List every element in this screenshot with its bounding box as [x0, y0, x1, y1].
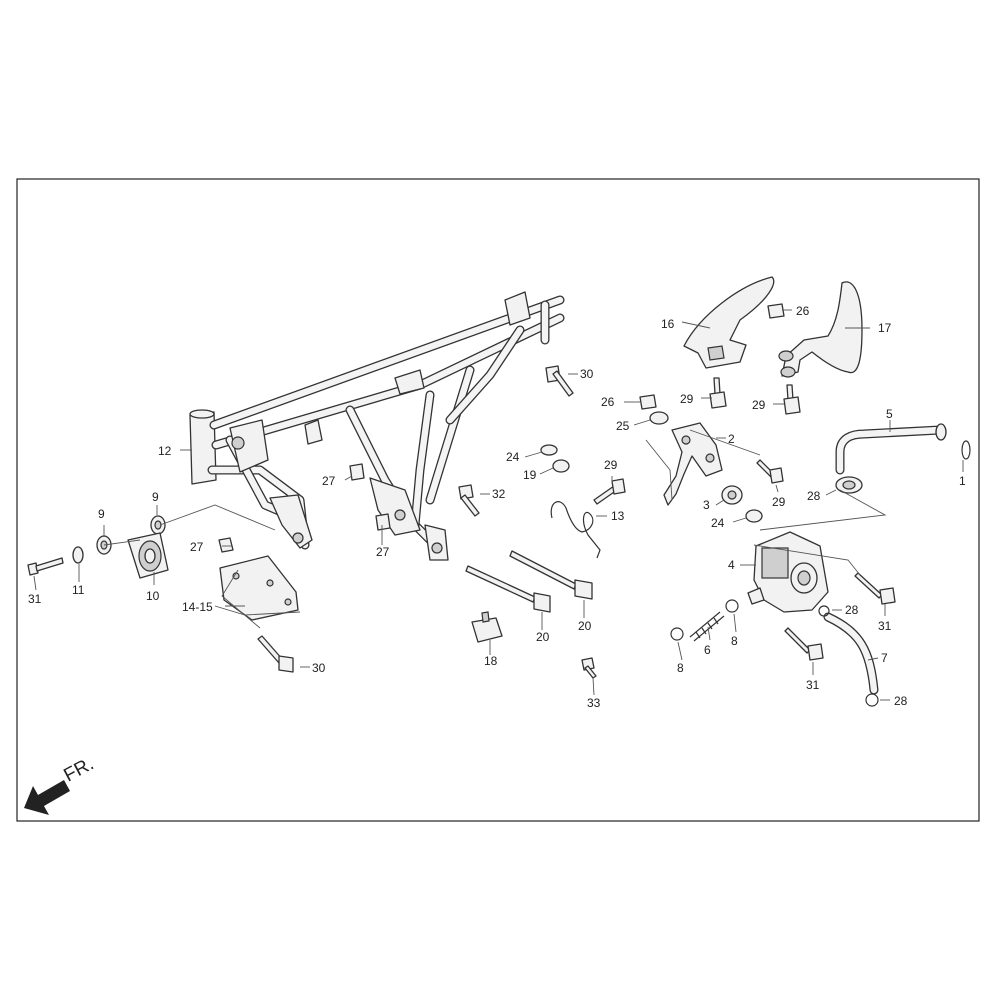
damper-3	[721, 485, 743, 505]
callout-3: 3	[703, 498, 710, 512]
callout-9-right: 9	[152, 490, 159, 504]
callout-30-upper: 30	[580, 367, 594, 381]
callout-29-grip16: 29	[680, 392, 694, 406]
callout-28-upper: 28	[845, 603, 859, 617]
bracket-14-15	[219, 555, 299, 621]
hose-7	[823, 612, 879, 695]
bolt-31-lower	[784, 627, 824, 661]
callout-6: 6	[704, 643, 711, 657]
callout-29-right: 29	[772, 495, 786, 509]
callout-11: 11	[72, 583, 85, 597]
bolt-30-lower	[257, 635, 294, 673]
callout-8-right: 8	[731, 634, 738, 648]
bolt-29-right	[756, 459, 784, 484]
bolt-31-right	[854, 572, 896, 605]
callout-5: 5	[886, 407, 893, 421]
callout-labels: 1 2 3 4 5 6 7 8 8 9 9 10 11 12 13 14-15 …	[28, 304, 966, 710]
callout-26-lower: 26	[601, 395, 615, 409]
callout-30-lower: 30	[312, 661, 326, 675]
washer-24-center	[540, 444, 558, 456]
bolt-30-upper	[545, 365, 574, 397]
grip-17	[778, 281, 863, 378]
callout-26-upper: 26	[796, 304, 810, 318]
callout-12: 12	[158, 444, 172, 458]
nut-27-center	[349, 463, 365, 481]
callout-4: 4	[728, 558, 735, 572]
grip-16	[683, 276, 775, 369]
callout-10: 10	[146, 589, 160, 603]
callout-31-lower: 31	[806, 678, 820, 692]
bolt-29-grip16	[709, 377, 727, 409]
spring-6	[689, 611, 725, 642]
callout-32: 32	[492, 487, 506, 501]
callout-29-center: 29	[604, 458, 618, 472]
callout-20-left: 20	[536, 630, 550, 644]
callout-8-left: 8	[677, 661, 684, 675]
nut-27-left	[218, 537, 234, 553]
diagram-border	[16, 178, 980, 822]
washer-11	[72, 546, 84, 564]
callout-27-lower: 27	[376, 545, 390, 559]
horn-10	[127, 532, 169, 579]
clamp-8-right	[725, 599, 739, 613]
callout-27-center: 27	[322, 474, 336, 488]
callout-7: 7	[881, 651, 888, 665]
callout-24-right: 24	[711, 516, 725, 530]
callout-29-grip17: 29	[752, 398, 766, 412]
bolt-20-right	[509, 550, 593, 600]
callout-28-lower: 28	[894, 694, 908, 708]
nut-26-upper	[767, 303, 785, 319]
screw-33	[581, 657, 597, 679]
bushing-9-right	[150, 515, 166, 535]
bolt-29-center	[593, 478, 626, 505]
callout-19: 19	[523, 468, 537, 482]
callout-9-left: 9	[98, 507, 105, 521]
bolt-31-left	[27, 557, 64, 576]
bolt-32	[458, 484, 480, 517]
callout-18: 18	[484, 654, 498, 668]
bolt-20-left	[465, 565, 551, 613]
callout-17: 17	[878, 321, 892, 335]
washer-19	[552, 459, 570, 473]
callout-24-center: 24	[506, 450, 520, 464]
washer-24-right	[745, 509, 763, 523]
gasket-28	[835, 476, 863, 494]
callout-13: 13	[611, 509, 625, 523]
callout-31-right: 31	[878, 619, 892, 633]
washer-25	[649, 411, 669, 425]
callout-33: 33	[587, 696, 601, 710]
rubber-block-18	[471, 611, 503, 643]
callout-2: 2	[728, 432, 735, 446]
direction-label: FR.	[60, 754, 97, 787]
bolt-29-grip17	[783, 384, 801, 415]
hose-5	[835, 423, 947, 475]
pump-4	[747, 531, 829, 613]
clamp-28-upper	[818, 605, 830, 617]
bracket-2	[663, 422, 723, 506]
clamp-28-lower	[865, 693, 879, 707]
callout-1: 1	[959, 474, 966, 488]
callout-31-left: 31	[28, 592, 42, 606]
callout-14-15: 14-15	[182, 600, 213, 614]
callout-25: 25	[616, 419, 630, 433]
nut-27-lower	[375, 513, 391, 531]
clamp-8-left	[670, 627, 684, 641]
callout-28-gasket: 28	[807, 489, 821, 503]
nut-26-lower	[639, 394, 657, 410]
callout-16: 16	[661, 317, 675, 331]
arrow-icon	[24, 780, 70, 815]
front-direction-indicator: FR.	[24, 754, 97, 815]
spring-13	[550, 501, 601, 559]
callout-27-left: 27	[190, 540, 204, 554]
main-frame	[189, 291, 565, 561]
leader-lines	[33, 309, 964, 701]
callout-20-right: 20	[578, 619, 592, 633]
clip-1	[961, 440, 971, 460]
